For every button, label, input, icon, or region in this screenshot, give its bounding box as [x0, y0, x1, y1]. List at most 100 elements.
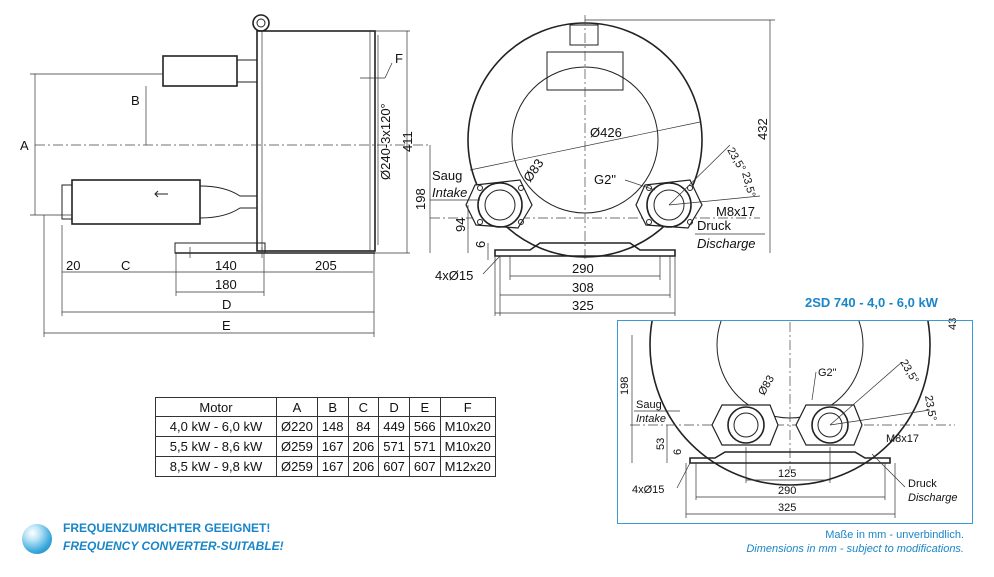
- table-cell: Ø259: [276, 436, 318, 457]
- inset-dim-6: 6: [672, 449, 684, 455]
- inset-dim-325: 325: [778, 502, 796, 514]
- info-bubble-icon: [22, 524, 52, 554]
- inset-g2: G2": [818, 367, 837, 379]
- angle-2: 23,5°: [739, 171, 757, 199]
- inset-saug: Saug: [636, 399, 662, 411]
- discharge-bolt: [687, 219, 693, 225]
- blower-housing: [256, 30, 376, 252]
- inset-intake-port: [727, 406, 765, 444]
- dim-325: 325: [572, 298, 594, 313]
- angle-line-2: [668, 195, 761, 206]
- inset-holes-leader: [676, 462, 691, 489]
- g2-label: G2": [594, 172, 616, 187]
- table-cell: 206: [347, 436, 380, 457]
- table-row: 5,5 kW - 8,6 kW Ø259 167 206 571 571 M10…: [155, 436, 496, 457]
- discharge-flange: [635, 179, 703, 229]
- discharge-bolt: [646, 185, 652, 191]
- dim-205: 205: [315, 258, 337, 273]
- motor-dimension-table: Motor A B C D E F 4,0 kW - 6,0 kW Ø220 1…: [155, 397, 496, 477]
- dim-308: 308: [572, 280, 594, 295]
- dim-94: 94: [453, 218, 468, 232]
- table-header: Motor: [155, 397, 277, 417]
- table-header: C: [347, 397, 380, 417]
- table-cell: 607: [408, 456, 441, 477]
- table-cell: Ø220: [276, 416, 318, 437]
- front-base: [494, 242, 676, 257]
- intake-bolt: [518, 185, 524, 191]
- table-header: E: [408, 397, 441, 417]
- inset-base: [689, 451, 891, 464]
- dim-180: 180: [215, 277, 237, 292]
- inset-intake: Intake: [636, 413, 666, 425]
- angle-1: 23,5°: [724, 146, 747, 174]
- table-row: 4,0 kW - 6,0 kW Ø220 148 84 449 566 M10x…: [155, 416, 496, 437]
- inset-discharge: Discharge: [908, 492, 958, 504]
- table-cell: 84: [347, 416, 380, 437]
- inset-druck-leader: [871, 453, 906, 488]
- table-cell: 167: [316, 456, 349, 477]
- frequency-converter-en: FREQUENCY CONVERTER-SUITABLE!: [63, 539, 284, 553]
- dimensions-note-de: Maße in mm - unverbindlich.: [825, 529, 964, 541]
- inset-dim-125: 125: [778, 468, 796, 480]
- table-cell: M10x20: [439, 436, 496, 457]
- dim-d426: Ø426: [590, 125, 622, 140]
- intake-port-outer: [477, 182, 523, 228]
- inset-dim-290: 290: [778, 485, 796, 497]
- table-cell: M12x20: [439, 456, 496, 477]
- inset-druck: Druck: [908, 478, 937, 490]
- g2-leader: [624, 179, 656, 191]
- label-d: D: [222, 297, 231, 312]
- table-cell: 607: [378, 456, 410, 477]
- m8-label: M8x17: [716, 204, 755, 219]
- druck-label: Druck: [697, 218, 731, 233]
- inset-title: 2SD 740 - 4,0 - 6,0 kW: [805, 295, 938, 310]
- discharge-bolt: [687, 185, 693, 191]
- table-cell: 571: [408, 436, 441, 457]
- lifting-eye: [252, 14, 270, 32]
- terminal-box-neck: [236, 59, 258, 83]
- intake-bolt: [518, 219, 524, 225]
- dim-411: 411: [400, 131, 415, 152]
- table-cell: 8,5 kW - 9,8 kW: [155, 456, 277, 477]
- label-f: F: [395, 51, 403, 66]
- lifting-eye-front: [569, 24, 599, 46]
- terminal-box: [162, 55, 238, 87]
- intake-label: Intake: [432, 185, 467, 200]
- table-cell: 148: [316, 416, 349, 437]
- discharge-port-inner: [653, 189, 685, 221]
- f-leader-2: [384, 62, 393, 79]
- holes-leader: [482, 255, 501, 275]
- inset-frame: [617, 320, 973, 524]
- angle-line-1: [668, 144, 731, 206]
- inset-g2-leader: [811, 371, 817, 401]
- label-b: B: [131, 93, 140, 108]
- table-header: B: [316, 397, 349, 417]
- saug-label: Saug: [432, 168, 462, 183]
- inset-discharge-port: [811, 406, 849, 444]
- inset-angle-2: 23,5°: [922, 394, 938, 422]
- frequency-converter-de: FREQUENZUMRICHTER GEEIGNET!: [63, 521, 271, 535]
- table-header: D: [378, 397, 410, 417]
- table-header: F: [439, 397, 496, 417]
- lifting-eye-hole: [256, 18, 266, 28]
- dimensions-note-en: Dimensions in mm - subject to modificati…: [746, 543, 964, 555]
- table-cell: 4,0 kW - 6,0 kW: [155, 416, 277, 437]
- discharge-port-outer: [646, 182, 692, 228]
- inset-holes: 4xØ15: [632, 484, 664, 496]
- inset-angle-line-1: [829, 361, 903, 426]
- table-header-row: Motor A B C D E F: [155, 397, 496, 417]
- table-cell: 566: [408, 416, 441, 437]
- dim-140: 140: [215, 258, 237, 273]
- table-row: 8,5 kW - 9,8 kW Ø259 167 206 607 607 M12…: [155, 456, 496, 477]
- front-view: Ø426 Saug Intake Ø83 G2" M8x17 Druck Dis…: [413, 15, 775, 316]
- motor-flange: [199, 185, 257, 219]
- motor-body: [71, 179, 201, 225]
- intake-port-inner: [484, 189, 516, 221]
- dim-290: 290: [572, 261, 594, 276]
- dia426-leader: [469, 121, 701, 171]
- label-e: E: [222, 318, 231, 333]
- rotation-arrow: [154, 190, 168, 198]
- inset-housing-outer: [649, 321, 931, 486]
